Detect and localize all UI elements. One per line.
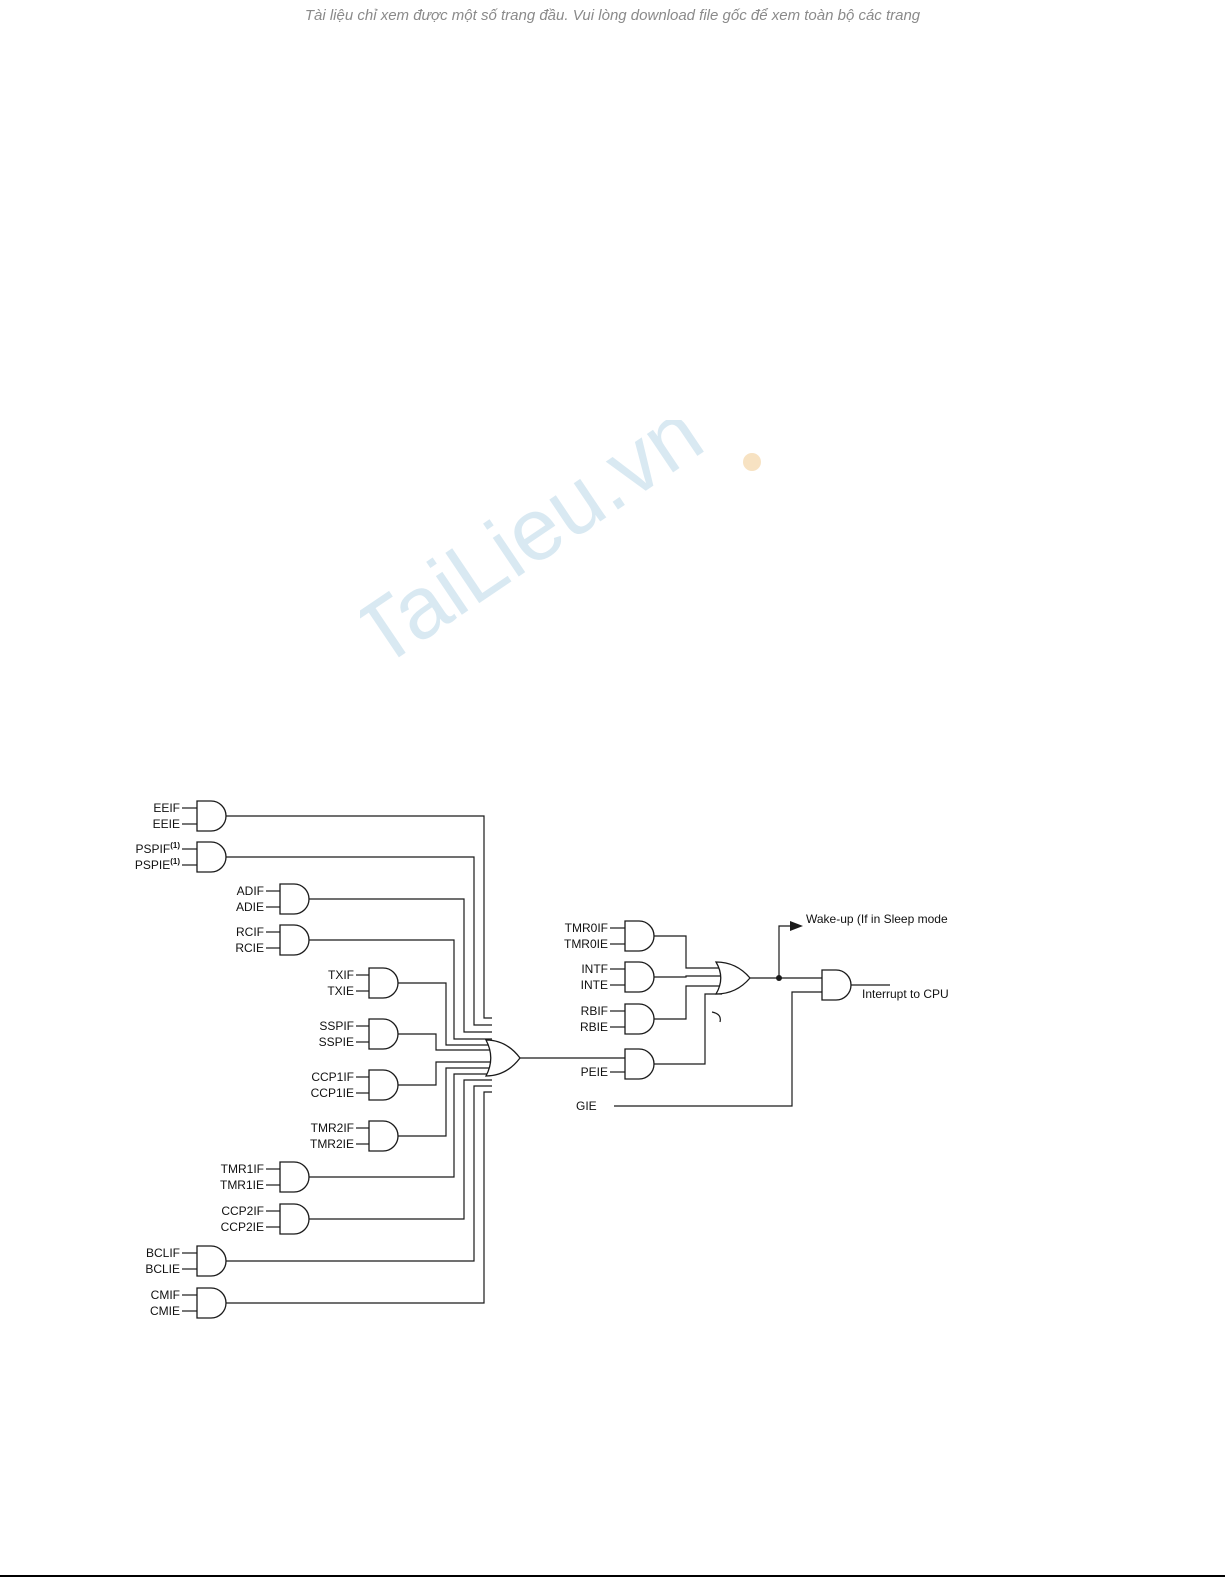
page-bottom-rule — [0, 1575, 1225, 1577]
peripheral-eeif-and-gate — [196, 800, 227, 832]
peripheral-bclif-and-gate — [196, 1245, 227, 1277]
peripheral-bclif-flag-label: BCLIF — [146, 1246, 180, 1260]
core-rbif-enable-label: RBIE — [580, 1020, 608, 1034]
peripheral-eeif-enable-label: EEIE — [153, 817, 180, 831]
cpu-and-gate — [821, 969, 852, 1001]
core-tmr0if-and-gate — [624, 920, 655, 952]
peripheral-cmif-output-wire — [226, 1091, 492, 1304]
peripheral-rcif-output-wire — [309, 939, 492, 1040]
peripheral-pspif-and-gate — [196, 841, 227, 873]
peripheral-bclif-enable-label: BCLIE — [145, 1262, 180, 1276]
peripheral-ccp1if-output-wire — [398, 1061, 492, 1086]
core-rbif-output-wire — [654, 985, 722, 1020]
peripheral-rcif-flag-label: RCIF — [236, 925, 264, 939]
peripheral-eeif-output-wire — [226, 815, 492, 1019]
peripheral-sspif-and-gate — [368, 1018, 399, 1050]
peripheral-pspif-enable-label: PSPIE(1) — [135, 857, 180, 872]
peripheral-sspif-enable-label: SSPIE — [319, 1035, 354, 1049]
core-tmr0if-flag-label: TMR0IF — [565, 921, 608, 935]
peripheral-ccp2if-and-gate — [279, 1203, 310, 1235]
peripheral-ccp1if-flag-label: CCP1IF — [311, 1070, 354, 1084]
gie-wire — [614, 991, 822, 1107]
peripheral-ccp1if-and-gate — [368, 1069, 399, 1101]
peripheral-ccp2if-flag-label: CCP2IF — [221, 1204, 264, 1218]
wakeup-wire — [778, 925, 790, 978]
peripheral-pspif-output-wire — [226, 856, 492, 1026]
tailieu-watermark: TaiLieu.vn — [360, 420, 761, 686]
peripheral-txif-output-wire — [398, 982, 492, 1046]
peripheral-cmif-flag-label: CMIF — [151, 1288, 180, 1302]
peripheral-sspif-flag-label: SSPIF — [319, 1019, 354, 1033]
core-rbif-flag-label: RBIF — [581, 1004, 608, 1018]
core-intf-flag-label: INTF — [581, 962, 608, 976]
watermark-logo-dot — [743, 453, 761, 471]
core-rbif-and-gate — [624, 1003, 655, 1035]
peripheral-cmif-and-gate — [196, 1287, 227, 1319]
peripheral-tmr1if-and-gate — [279, 1161, 310, 1193]
gie-label: GIE — [576, 1099, 597, 1113]
peripheral-ccp2if-enable-label: CCP2IE — [221, 1220, 264, 1234]
peripheral-rcif-and-gate — [279, 924, 310, 956]
peripheral-adif-output-wire — [309, 898, 492, 1033]
core-intf-output-wire — [654, 975, 722, 978]
peripheral-adif-enable-label: ADIE — [236, 900, 264, 914]
peripheral-tmr1if-enable-label: TMR1IE — [220, 1178, 264, 1192]
main-or-gate — [714, 961, 751, 995]
core-intf-enable-label: INTE — [581, 978, 608, 992]
peripheral-ccp1if-enable-label: CCP1IE — [311, 1086, 354, 1100]
interrupt-logic-diagram: EEIF EEIE PSPIF(1)PSPIE(1) ADIF ADIE RCIF RCIE… — [135, 800, 949, 1319]
peripheral-bclif-output-wire — [226, 1085, 492, 1262]
peripheral-txif-and-gate — [368, 967, 399, 999]
wakeup-label: Wake-up (If in Sleep mode — [806, 912, 948, 926]
peie-label: PEIE — [581, 1065, 608, 1079]
peripheral-sspif-output-wire — [398, 1033, 492, 1051]
peripheral-txif-enable-label: TXIE — [327, 984, 354, 998]
peripheral-tmr2if-enable-label: TMR2IE — [310, 1137, 354, 1151]
peripheral-or-gate — [484, 1039, 521, 1077]
peripheral-tmr2if-and-gate — [368, 1120, 399, 1152]
interrupt-to-cpu-label: Interrupt to CPU — [862, 987, 949, 1001]
main-or-extension-arc — [711, 1011, 721, 1023]
peripheral-adif-and-gate — [279, 883, 310, 915]
core-tmr0if-enable-label: TMR0IE — [564, 937, 608, 951]
peripheral-tmr1if-flag-label: TMR1IF — [221, 1162, 264, 1176]
peripheral-tmr2if-flag-label: TMR2IF — [311, 1121, 354, 1135]
wakeup-arrowhead-icon — [790, 921, 803, 931]
peripheral-tmr2if-output-wire — [398, 1067, 492, 1137]
watermark-text: TaiLieu.vn — [360, 420, 719, 686]
peripheral-ccp2if-output-wire — [309, 1079, 492, 1220]
peripheral-tmr1if-output-wire — [309, 1073, 492, 1178]
peripheral-eeif-flag-label: EEIF — [153, 801, 180, 815]
peie-output-wire — [654, 993, 722, 1065]
peripheral-txif-flag-label: TXIF — [328, 968, 354, 982]
core-intf-and-gate — [624, 961, 655, 993]
download-notice-banner: Tài liệu chỉ xem được một số trang đầu. … — [304, 7, 921, 24]
peripheral-pspif-flag-label: PSPIF(1) — [136, 841, 181, 856]
peripheral-adif-flag-label: ADIF — [237, 884, 264, 898]
peie-and-gate — [624, 1048, 655, 1080]
peripheral-rcif-enable-label: RCIE — [235, 941, 264, 955]
core-tmr0if-output-wire — [654, 935, 722, 969]
peripheral-cmif-enable-label: CMIE — [150, 1304, 180, 1318]
